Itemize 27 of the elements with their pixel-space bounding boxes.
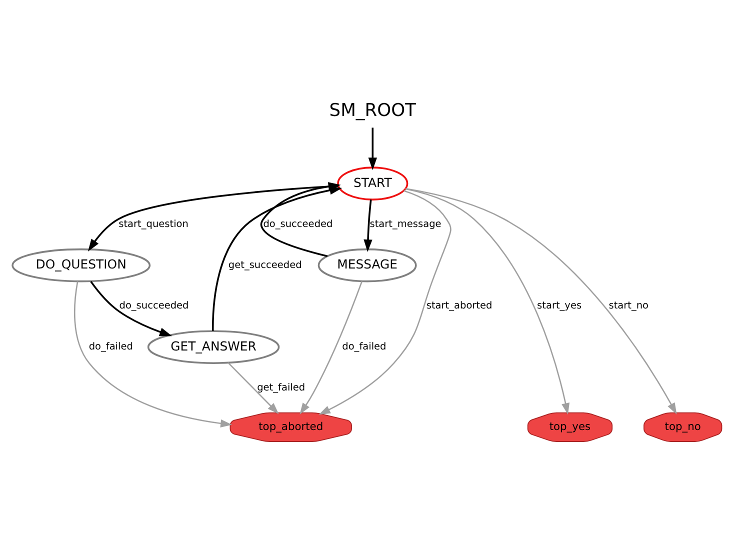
edge-label: do_failed	[342, 342, 386, 353]
edge-label: start_aborted	[426, 300, 492, 312]
edge-label: get_failed	[257, 382, 306, 394]
edge-label: start_message	[370, 218, 442, 230]
arrow	[364, 200, 372, 252]
edge-label: start_no	[608, 300, 649, 312]
arrow	[318, 190, 452, 415]
edge-label: do_succeeded	[119, 300, 189, 312]
arrow	[405, 188, 570, 415]
edge-label: get_succeeded	[228, 260, 302, 271]
node-ellipse: DO_QUESTION	[12, 248, 151, 282]
node-ellipse: START	[337, 166, 408, 200]
arrow	[88, 185, 338, 252]
arrow	[368, 128, 378, 170]
arrow	[300, 281, 362, 415]
node-ellipse: MESSAGE	[318, 248, 417, 282]
arrow	[90, 280, 172, 336]
edge-label: do_failed	[88, 342, 133, 353]
node-text: SM_ROOT	[329, 101, 416, 121]
arrow	[74, 281, 232, 428]
edge-label: start_yes	[537, 300, 582, 312]
arrow	[212, 186, 342, 331]
arrow	[228, 362, 279, 414]
arrow	[406, 188, 677, 414]
edge-label: start_question	[118, 218, 188, 230]
edge-label: do_succeeded	[263, 218, 333, 230]
node-ellipse: GET_ANSWER	[147, 330, 280, 364]
